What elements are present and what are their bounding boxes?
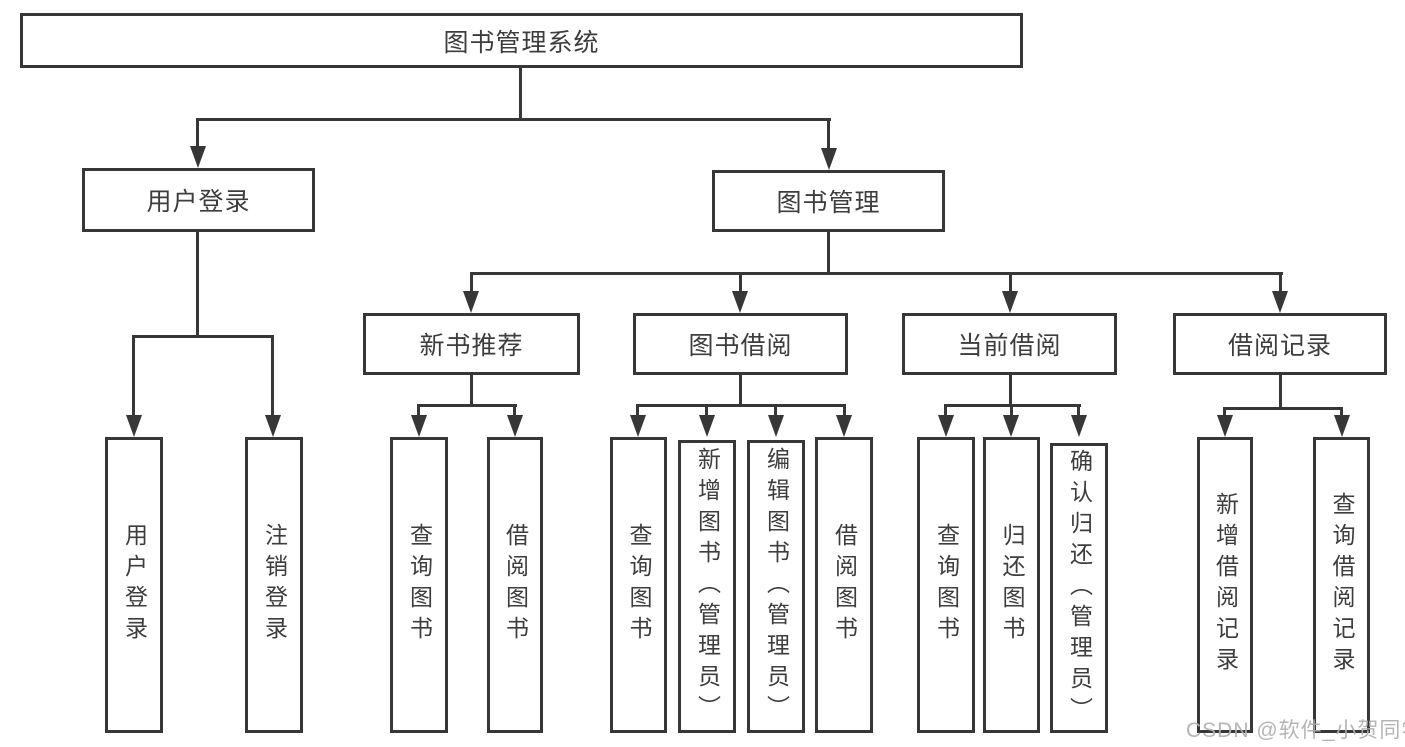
- node-label: 用户登录: [146, 188, 251, 216]
- connector-line: [1223, 407, 1226, 417]
- node-book-borrowing: 图书借阅: [633, 313, 848, 375]
- leaf-label: 查询图书: [933, 523, 960, 647]
- leaf-label: 借阅图书: [831, 523, 858, 647]
- leaf-user-login: 用户登录: [105, 437, 163, 733]
- arrow-down-icon: [938, 415, 954, 437]
- arrow-down-icon: [126, 415, 142, 437]
- connector-line: [945, 404, 1081, 407]
- arrow-down-icon: [699, 415, 715, 437]
- arrow-down-icon: [630, 415, 646, 437]
- arrow-down-icon: [1217, 415, 1233, 437]
- connector-line: [827, 118, 830, 150]
- connector-line: [132, 335, 135, 417]
- leaf-borrow-books: 借阅图书: [815, 437, 873, 733]
- connector-line: [1077, 404, 1080, 417]
- leaf-label: 查询借阅记录: [1329, 492, 1355, 678]
- node-book-management: 图书管理: [712, 170, 945, 232]
- connector-line: [739, 272, 742, 293]
- node-label: 借阅记录: [1227, 332, 1332, 360]
- node-new-book-recommend: 新书推荐: [363, 313, 580, 375]
- connector-line: [417, 404, 420, 417]
- leaf-label: 用户登录: [121, 523, 148, 647]
- connector-line: [133, 335, 274, 338]
- leaf-label: 查询图书: [406, 523, 433, 647]
- connector-line: [196, 232, 199, 335]
- connector-line: [1224, 407, 1343, 410]
- connector-line: [519, 68, 522, 118]
- leaf-query-borrow-record: 查询借阅记录: [1313, 437, 1370, 733]
- node-label: 当前借阅: [957, 332, 1062, 360]
- connector-line: [705, 404, 708, 417]
- arrow-down-icon: [1334, 415, 1350, 437]
- leaf-edit-books-admin: 编辑图书（管理员）: [747, 440, 805, 733]
- connector-line: [636, 404, 639, 417]
- leaf-logout: 注销登录: [245, 437, 303, 733]
- leaf-label: 查询图书: [626, 523, 652, 647]
- connector-line: [1279, 272, 1282, 293]
- connector-line: [1340, 407, 1343, 417]
- leaf-label: 注销登录: [261, 523, 288, 647]
- leaf-label: 确认归还（管理员）: [1066, 448, 1093, 728]
- leaf-label: 归还图书: [999, 523, 1025, 647]
- arrow-down-icon: [265, 415, 281, 437]
- connector-line: [271, 335, 274, 417]
- arrow-down-icon: [768, 415, 784, 437]
- arrow-down-icon: [1071, 415, 1087, 437]
- leaf-query-books-borrow: 查询图书: [610, 437, 667, 733]
- arrow-down-icon: [507, 415, 523, 437]
- connector-line: [637, 404, 846, 407]
- leaf-return-books: 归还图书: [983, 437, 1040, 733]
- connector-line: [196, 118, 199, 148]
- leaf-query-books-current: 查询图书: [917, 437, 975, 733]
- connector-line: [1010, 404, 1013, 417]
- csdn-watermark: CSDN @软件_小贺同学: [1186, 719, 1405, 742]
- connector-line: [197, 118, 831, 121]
- leaf-query-books-recommend: 查询图书: [390, 437, 448, 733]
- connector-line: [843, 404, 846, 417]
- connector-line: [1009, 375, 1012, 405]
- connector-line: [774, 404, 777, 417]
- leaf-add-borrow-record: 新增借阅记录: [1197, 437, 1253, 733]
- node-current-borrowing: 当前借阅: [902, 313, 1117, 375]
- leaf-label: 新增借阅记录: [1212, 492, 1239, 678]
- connector-line: [1009, 272, 1012, 293]
- leaf-add-books-admin: 新增图书（管理员）: [678, 440, 736, 733]
- arrow-down-icon: [732, 291, 748, 313]
- node-label: 图书管理: [776, 189, 881, 217]
- connector-line: [944, 404, 947, 417]
- arrow-down-icon: [821, 148, 837, 170]
- connector-line: [739, 375, 742, 405]
- arrow-down-icon: [411, 415, 427, 437]
- node-borrowing-records: 借阅记录: [1173, 313, 1387, 375]
- connector-line: [470, 272, 1283, 275]
- connector-line: [513, 404, 516, 417]
- connector-line: [470, 272, 473, 293]
- node-library-system: 图书管理系统: [20, 13, 1023, 68]
- arrow-down-icon: [1002, 291, 1018, 313]
- arrow-down-icon: [1272, 291, 1288, 313]
- connector-line: [470, 375, 473, 405]
- connector-line: [418, 404, 517, 407]
- arrow-down-icon: [1003, 415, 1019, 437]
- leaf-label: 新增图书（管理员）: [694, 447, 721, 726]
- leaf-label: 借阅图书: [502, 523, 529, 647]
- leaf-borrow-books-recommend: 借阅图书: [487, 437, 543, 733]
- leaf-label: 编辑图书（管理员）: [763, 447, 790, 726]
- arrow-down-icon: [836, 415, 852, 437]
- arrow-down-icon: [190, 146, 206, 168]
- connector-line: [1279, 375, 1282, 408]
- node-label: 图书借阅: [688, 332, 793, 360]
- node-label: 图书管理系统: [443, 28, 600, 57]
- arrow-down-icon: [463, 291, 479, 313]
- leaf-confirm-return-admin: 确认归还（管理员）: [1050, 443, 1108, 733]
- node-label: 新书推荐: [419, 332, 524, 360]
- connector-line: [827, 232, 830, 272]
- node-user-login: 用户登录: [82, 168, 315, 232]
